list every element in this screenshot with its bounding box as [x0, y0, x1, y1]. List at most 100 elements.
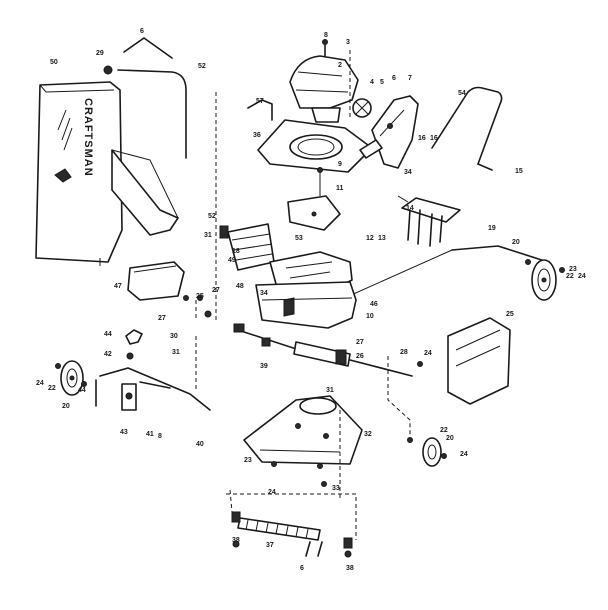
callout-label: 10 [366, 313, 374, 320]
callout-label: 30 [170, 333, 178, 340]
callout-label: 43 [120, 429, 128, 436]
callout-label: 24 [36, 380, 44, 387]
callout-label: 16 [430, 135, 438, 142]
callout-label: 19 [488, 225, 496, 232]
impeller [352, 98, 372, 118]
callout-label: 29 [96, 50, 104, 57]
height-adjust-linkage [95, 367, 211, 411]
callout-label: 31 [326, 387, 334, 394]
callout-label: 57 [256, 98, 264, 105]
callout-label: 6 [140, 28, 144, 35]
callout-label: 34 [260, 290, 268, 297]
callout-label: 6 [392, 75, 396, 82]
callout-label: 24 [460, 451, 468, 458]
wheel-front-left [60, 360, 84, 396]
callout-label: 40 [196, 441, 204, 448]
callout-label: 7 [408, 75, 412, 82]
callout-label: 52 [208, 213, 216, 220]
roller-brush [231, 511, 353, 549]
rear-handle [339, 245, 549, 301]
callout-label: 46 [370, 301, 378, 308]
callout-label: 38 [346, 565, 354, 572]
callout-label: 31 [204, 232, 212, 239]
callout-label: 25 [196, 293, 204, 300]
callout-label: 53 [295, 235, 303, 242]
callout-label: 32 [364, 431, 372, 438]
callout-label: 25 [506, 311, 514, 318]
callout-label: 11 [336, 185, 344, 192]
callout-label: 27 [158, 315, 166, 322]
front-frame [255, 281, 357, 329]
small-bracket-left [125, 329, 143, 345]
callout-label: 18 [232, 248, 240, 255]
rear-cover [447, 317, 511, 405]
callout-label: 13 [378, 235, 386, 242]
callout-label: 23 [244, 457, 252, 464]
callout-label: 28 [400, 349, 408, 356]
callout-label: 54 [458, 90, 466, 97]
callout-label: 8 [324, 32, 328, 39]
engine-deck [257, 119, 373, 173]
callout-label: 20 [62, 403, 70, 410]
callout-label: 24 [268, 489, 276, 496]
callout-label: 4 [370, 79, 374, 86]
callout-label: 27 [212, 287, 220, 294]
bag-chute [111, 149, 179, 236]
discharge-cover [359, 95, 419, 169]
assembly-guides [195, 50, 411, 540]
callout-label: 49 [228, 257, 236, 264]
callout-label: 14 [406, 205, 414, 212]
callout-label: 3 [346, 39, 350, 46]
callout-label: 8 [158, 433, 162, 440]
callout-label: 9 [338, 161, 342, 168]
callout-label: 42 [104, 351, 112, 358]
wheel-rear-right [531, 259, 557, 301]
callout-label: 22 [440, 427, 448, 434]
grass-bag: CRAFTSMAN [35, 81, 123, 266]
callout-label: 47 [114, 283, 122, 290]
callout-label: 31 [172, 349, 180, 356]
callout-label: 2 [338, 62, 342, 69]
callout-label: 20 [512, 239, 520, 246]
callout-label: 44 [78, 387, 86, 394]
roller-bracket [305, 541, 323, 557]
callout-label: 16 [418, 135, 426, 142]
handle-bracket [397, 195, 461, 247]
bag-adapter [127, 261, 185, 301]
callout-label: 22 [566, 273, 574, 280]
callout-label: 24 [424, 350, 432, 357]
callout-label: 15 [515, 168, 523, 175]
callout-label: 36 [253, 132, 261, 139]
handle-lower [431, 86, 503, 171]
callout-label: 23 [569, 266, 577, 273]
rear-axle [293, 341, 413, 377]
base-plate [243, 395, 363, 465]
callout-label: 39 [260, 363, 268, 370]
callout-label: 48 [236, 283, 244, 290]
callout-label: 22 [48, 385, 56, 392]
callout-label: 50 [50, 59, 58, 66]
bag-frame-rod [103, 37, 187, 159]
callout-label: 44 [104, 331, 112, 338]
wheel-rear-lower [422, 437, 442, 467]
housing-cover [287, 167, 341, 231]
callout-label: 33 [332, 485, 340, 492]
callout-label: 12 [366, 235, 374, 242]
callout-label: 34 [404, 169, 412, 176]
engine [289, 39, 359, 123]
throttle-bracket [247, 99, 273, 121]
callout-label: 41 [146, 431, 154, 438]
callout-label: 27 [356, 339, 364, 346]
callout-label: 6 [300, 565, 304, 572]
callout-label: 5 [380, 79, 384, 86]
callout-label: 37 [266, 542, 274, 549]
hardware-fasteners [55, 259, 565, 558]
callout-label: 26 [356, 353, 364, 360]
callout-label: 20 [446, 435, 454, 442]
callout-label: 52 [198, 63, 206, 70]
bag-brand-text: CRAFTSMAN [82, 98, 94, 177]
callout-label: 24 [578, 273, 586, 280]
